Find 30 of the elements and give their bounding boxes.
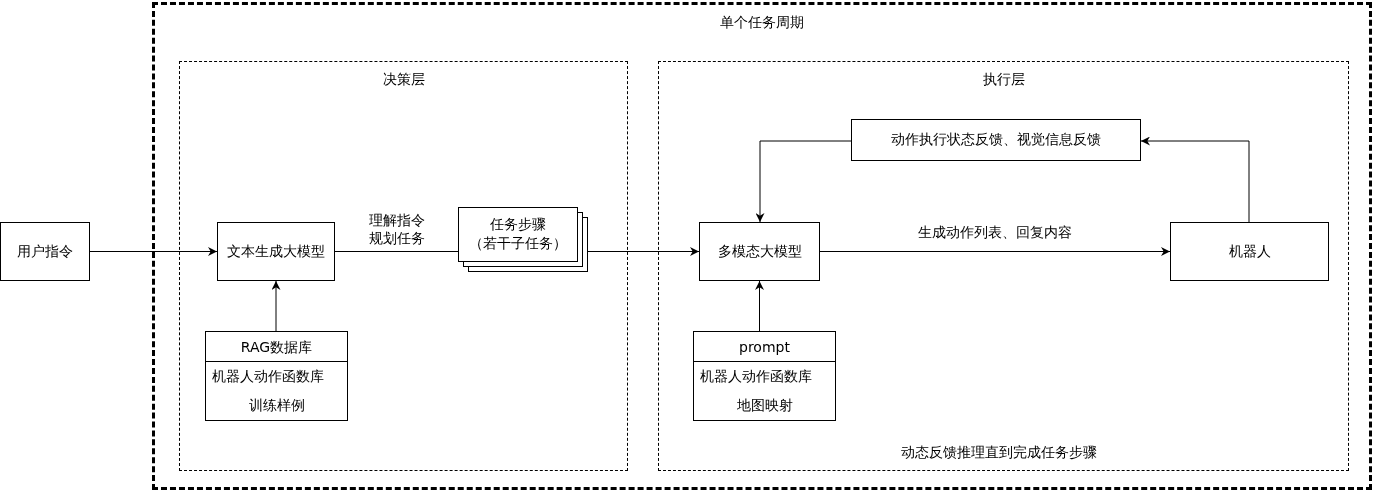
process-box: 机器人 [1170, 222, 1329, 281]
frame-title: 决策层 [381, 71, 426, 89]
arrow [755, 280, 764, 332]
layer-frame [658, 61, 1349, 471]
edge-label: 理解指令规划任务 [366, 210, 427, 247]
list-header: prompt [694, 332, 835, 362]
arrow [89, 247, 218, 256]
list-item: 机器人动作函数库 [211, 367, 325, 386]
list-item: 机器人动作函数库 [699, 367, 813, 386]
list-box [693, 331, 836, 421]
process-box: 文本生成大模型 [217, 222, 335, 281]
connector-line [334, 251, 459, 252]
list-box [205, 331, 348, 421]
frame-title: 单个任务周期 [719, 14, 805, 32]
list-header: RAG数据库 [206, 332, 347, 362]
note-text: 动态反馈推理直到完成任务步骤 [901, 444, 1097, 462]
list-item: 训练样例 [247, 396, 306, 415]
arrow [1140, 136, 1250, 223]
layer-frame [179, 61, 628, 471]
arrow [271, 280, 281, 332]
process-box: 动作执行状态反馈、视觉信息反馈 [851, 119, 1141, 161]
process-box: 多模态大模型 [699, 222, 820, 281]
process-box: 用户指令 [0, 222, 90, 281]
box-label: 任务步骤（若干子任务） [468, 215, 568, 253]
arrow [587, 247, 700, 256]
frame-title: 执行层 [981, 71, 1026, 89]
arrow [819, 247, 1171, 256]
list-item: 地图映射 [735, 396, 794, 415]
cycle-frame [152, 2, 1372, 490]
arrow [755, 140, 852, 223]
